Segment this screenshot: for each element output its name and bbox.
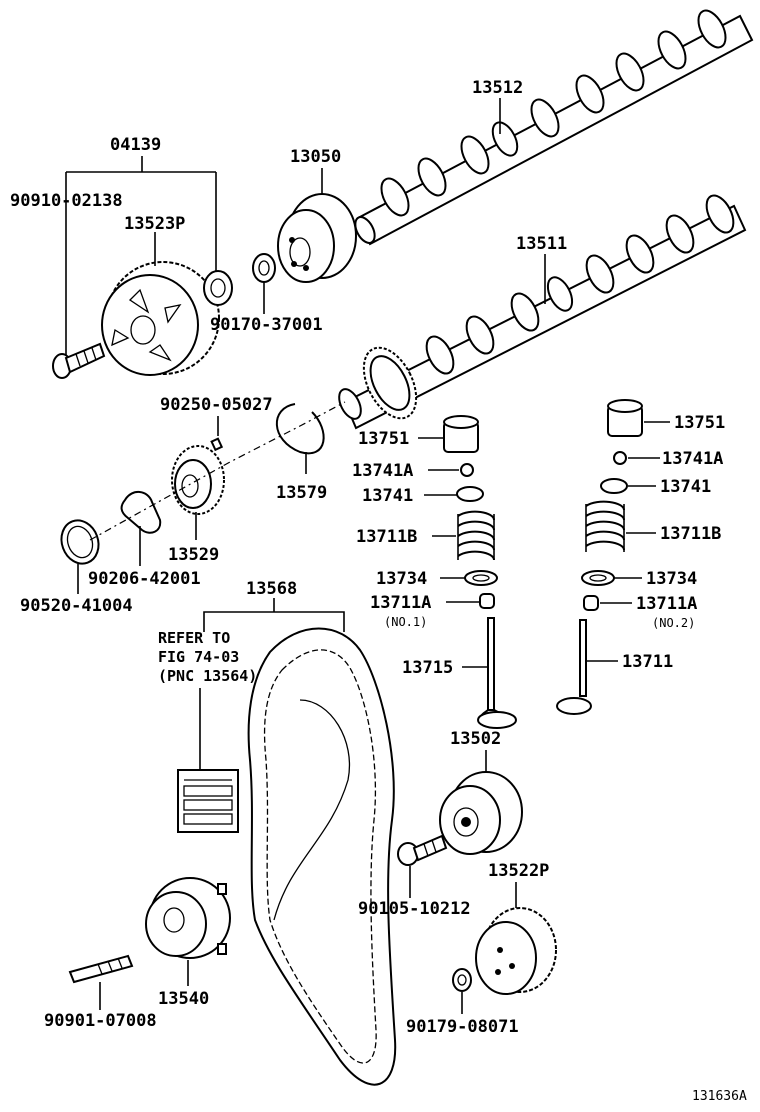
ring-90520-41004[interactable] [56, 515, 105, 569]
valve-13715[interactable] [477, 617, 517, 729]
spring-13711B-no2[interactable] [585, 500, 625, 552]
part-labels: 04139 90910-02138 13523P 90170-37001 130… [10, 78, 747, 1104]
label-13050[interactable]: 13050 [290, 147, 341, 167]
label-13512[interactable]: 13512 [472, 78, 523, 98]
retainer-13741-no1[interactable] [456, 486, 484, 502]
lifter-13751-no2[interactable] [607, 399, 643, 437]
label-13751-no1[interactable]: 13751 [358, 429, 409, 449]
camshaft-13511[interactable] [335, 191, 747, 430]
refer-line-2: FIG 74-03 [158, 648, 239, 666]
label-04139[interactable]: 04139 [110, 135, 161, 155]
label-13711B-no2[interactable]: 13711B [660, 524, 721, 544]
oil-seal-90170-37001[interactable] [252, 253, 276, 283]
note-no1: (NO.1) [384, 615, 427, 629]
pulley-13522P[interactable] [475, 907, 557, 995]
label-13579[interactable]: 13579 [276, 483, 327, 503]
nut-90179-08071[interactable] [452, 968, 472, 992]
reference-sheet-icon [177, 769, 239, 833]
label-90105-10212[interactable]: 90105-10212 [358, 899, 471, 919]
label-13502[interactable]: 13502 [450, 729, 501, 749]
keeper-13741A-no2[interactable] [613, 451, 627, 465]
label-13540[interactable]: 13540 [158, 989, 209, 1009]
label-13529[interactable]: 13529 [168, 545, 219, 565]
washer-90206-42001[interactable] [120, 491, 162, 534]
timing-belt-13568[interactable] [247, 627, 397, 1086]
spring-13711B-no1[interactable] [457, 510, 495, 561]
label-13568[interactable]: 13568 [246, 579, 297, 599]
label-13711A-no2[interactable]: 13711A [636, 594, 697, 614]
label-13741A-no1[interactable]: 13741A [352, 461, 413, 481]
label-13511[interactable]: 13511 [516, 234, 567, 254]
note-no2: (NO.2) [652, 616, 695, 630]
seat-13734-no2[interactable] [581, 570, 615, 586]
valvetrain-no2 [556, 399, 643, 715]
label-13715[interactable]: 13715 [402, 658, 453, 678]
label-13522P[interactable]: 13522P [488, 861, 549, 881]
seat-13734-no1[interactable] [464, 570, 498, 586]
tensioner-13540[interactable] [145, 877, 231, 959]
label-13741-no1[interactable]: 13741 [362, 486, 413, 506]
key-90250-05027[interactable] [210, 437, 224, 452]
crank-gear-13529[interactable] [171, 445, 225, 515]
valvetrain-no1 [443, 415, 517, 729]
label-90901-07008[interactable]: 90901-07008 [44, 1011, 157, 1031]
snap-ring-13579[interactable] [275, 403, 325, 455]
label-90170-37001[interactable]: 90170-37001 [210, 315, 323, 335]
cam-timing-pulley-13050[interactable] [277, 193, 357, 283]
label-13734-no1[interactable]: 13734 [376, 569, 427, 589]
label-13734-no2[interactable]: 13734 [646, 569, 697, 589]
label-13711[interactable]: 13711 [622, 652, 673, 672]
label-90910-02138[interactable]: 90910-02138 [10, 191, 123, 211]
refer-line-3: (PNC 13564) [158, 667, 257, 685]
stem-seal-13711A-no2[interactable] [583, 595, 599, 611]
figure-code: 131636A [692, 1089, 747, 1104]
bolt-90105-10212[interactable] [397, 834, 448, 866]
bolt-90901-07008[interactable] [68, 954, 134, 984]
lifter-13751-no1[interactable] [443, 415, 479, 453]
camshaft-13512[interactable] [351, 6, 754, 246]
label-13741A-no2[interactable]: 13741A [662, 449, 723, 469]
label-90179-08071[interactable]: 90179-08071 [406, 1017, 519, 1037]
label-90520-41004[interactable]: 90520-41004 [20, 596, 133, 616]
label-13741-no2[interactable]: 13741 [660, 477, 711, 497]
label-90250-05027[interactable]: 90250-05027 [160, 395, 273, 415]
timing-pulley-13523P[interactable] [101, 261, 220, 376]
keeper-13741A-no1[interactable] [460, 463, 474, 477]
idler-pulley-13502[interactable] [439, 771, 523, 855]
refer-note: REFER TO FIG 74-03 (PNC 13564) [158, 629, 257, 833]
valve-13711[interactable] [556, 619, 592, 715]
leader-lines [65, 98, 670, 1014]
label-13711A-no1[interactable]: 13711A [370, 593, 431, 613]
label-13523P[interactable]: 13523P [124, 214, 185, 234]
bolt-90910-02138[interactable] [52, 342, 106, 379]
label-13711B-no1[interactable]: 13711B [356, 527, 417, 547]
label-90206-42001[interactable]: 90206-42001 [88, 569, 201, 589]
retainer-13741-no2[interactable] [600, 478, 628, 494]
stem-seal-13711A-no1[interactable] [479, 593, 495, 609]
refer-line-1: REFER TO [158, 629, 230, 647]
label-13751-no2[interactable]: 13751 [674, 413, 725, 433]
seal-90170[interactable] [203, 270, 233, 306]
